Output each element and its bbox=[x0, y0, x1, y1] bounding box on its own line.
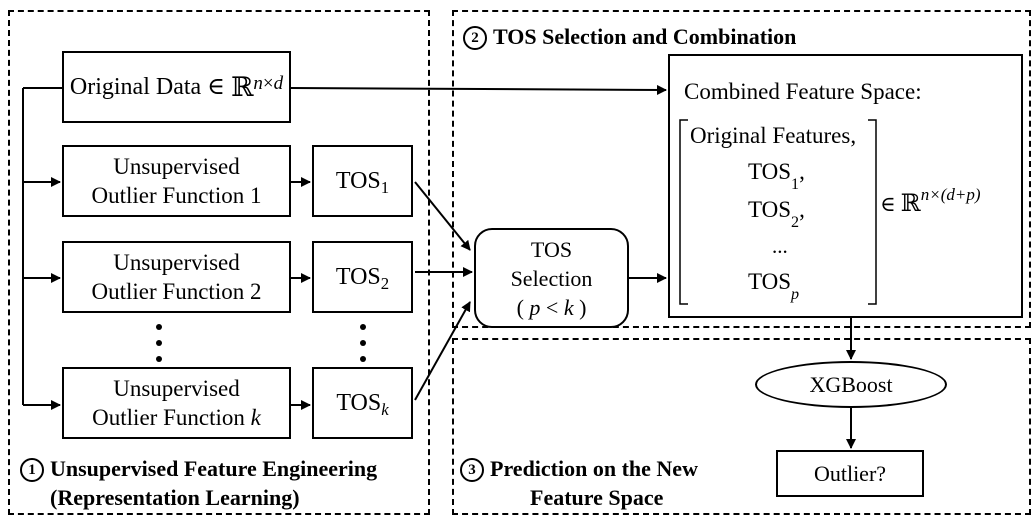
matrix-right-bracket bbox=[868, 119, 877, 305]
matrix-dimension: ∈ ℝn×(d+p) bbox=[880, 185, 981, 217]
function-k-var: k bbox=[250, 405, 261, 430]
tos-k-label: TOS bbox=[336, 389, 382, 416]
xgboost-label: XGBoost bbox=[809, 372, 893, 397]
combined-title: Combined Feature Space: bbox=[684, 79, 922, 104]
section-prediction bbox=[452, 338, 1031, 515]
step-2-badge: 2 bbox=[463, 26, 487, 50]
section-2-title-text: TOS Selection and Combination bbox=[493, 24, 797, 49]
arrow-tosk-selection bbox=[414, 301, 471, 401]
matrix-row-tos1: TOS1, bbox=[748, 159, 805, 193]
function-2-line1: Unsupervised bbox=[113, 250, 240, 275]
arrow-original-to-combined bbox=[290, 84, 667, 95]
tos-k-sub: k bbox=[381, 399, 389, 419]
function-2-line2: Outlier Function 2 bbox=[91, 279, 262, 304]
section-3-title-line2: Feature Space bbox=[530, 485, 664, 510]
outlier-label: Outlier? bbox=[813, 461, 887, 486]
matrix-left-bracket bbox=[679, 119, 688, 305]
ellipsis-dot bbox=[156, 356, 162, 362]
ellipsis-dot bbox=[360, 356, 366, 362]
tos-selection-box: TOS Selection ( p < k ) bbox=[474, 228, 629, 328]
dim-n: n bbox=[253, 72, 263, 94]
combined-feature-space-box: Combined Feature Space: Original Feature… bbox=[668, 54, 1023, 318]
function-1-line1: Unsupervised bbox=[113, 154, 240, 179]
original-data-label: Original Data ∈ bbox=[69, 73, 231, 100]
selection-lt: < bbox=[540, 294, 564, 320]
selection-p: p bbox=[529, 294, 541, 320]
outlier-function-k-box: Unsupervised Outlier Function k bbox=[62, 367, 291, 439]
function-k-line1: Unsupervised bbox=[113, 376, 240, 401]
outlier-function-1-box: Unsupervised Outlier Function 1 bbox=[62, 145, 291, 217]
xgboost-node: XGBoost bbox=[755, 361, 947, 408]
section-unsupervised-feature-engineering bbox=[8, 10, 430, 515]
selection-paren-open: ( bbox=[516, 294, 530, 320]
selection-line1: TOS bbox=[530, 236, 573, 262]
ellipsis-dot bbox=[156, 340, 162, 346]
section-1-title-line1: Unsupervised Feature Engineering bbox=[50, 456, 378, 481]
section-3-title-line1: Prediction on the New bbox=[490, 456, 698, 481]
matrix-row-tos2: TOS2, bbox=[748, 197, 805, 231]
section-tos-selection bbox=[452, 10, 1031, 328]
ellipsis-dot bbox=[360, 340, 366, 346]
outlier-function-2-box: Unsupervised Outlier Function 2 bbox=[62, 241, 291, 313]
tos-1-sub: 1 bbox=[380, 177, 390, 197]
dim-times: × bbox=[262, 72, 274, 94]
ellipsis-dot bbox=[156, 324, 162, 330]
tos-2-sub: 2 bbox=[380, 273, 390, 293]
function-1-line2: Outlier Function 1 bbox=[91, 183, 262, 208]
selection-line2: Selection bbox=[510, 265, 593, 291]
tos-2-label: TOS bbox=[335, 263, 381, 290]
function-k-line2: Outlier Function bbox=[92, 405, 251, 430]
step-1-badge: 1 bbox=[20, 458, 44, 482]
matrix-row-original: Original Features, bbox=[690, 123, 857, 148]
real-set-symbol: ℝ bbox=[230, 71, 254, 103]
section-1-title-line2: (Representation Learning) bbox=[50, 485, 300, 510]
matrix-row-tosp: TOSp bbox=[748, 269, 800, 303]
outlier-output-box: Outlier? bbox=[776, 450, 924, 497]
step-3-badge: 3 bbox=[460, 458, 484, 482]
arrow-tos1-selection bbox=[414, 181, 471, 251]
selection-k: k bbox=[563, 294, 574, 320]
matrix-row-ellipsis: ... bbox=[772, 234, 788, 258]
tos-1-label: TOS bbox=[335, 167, 381, 194]
dim-d: d bbox=[273, 72, 284, 94]
selection-paren-close: ) bbox=[573, 294, 587, 320]
ellipsis-dot bbox=[360, 324, 366, 330]
